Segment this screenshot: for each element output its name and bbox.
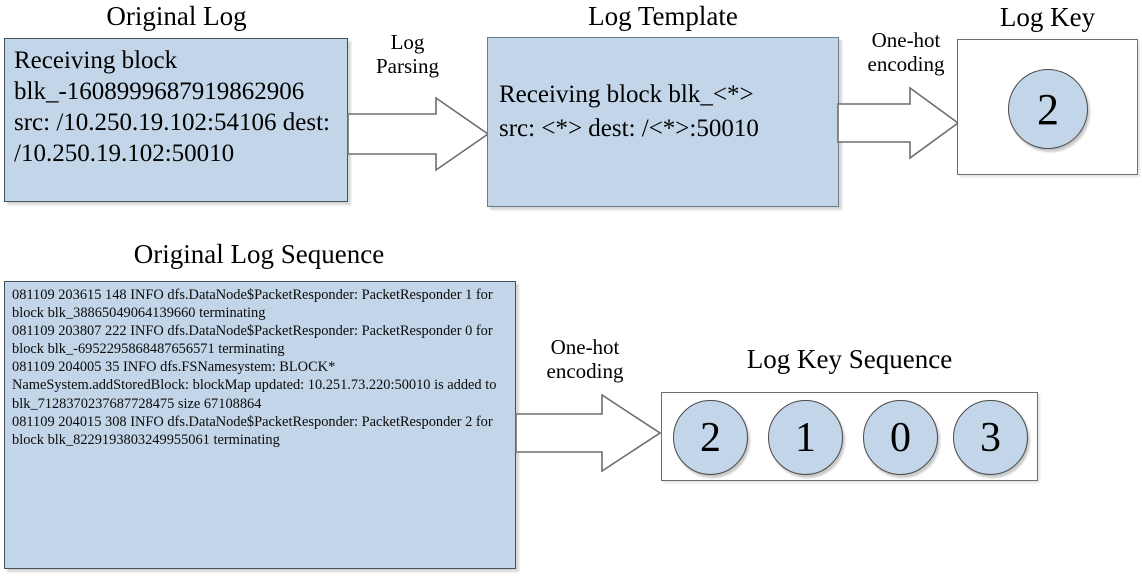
original-log-text: Receiving block blk_-1608999687919862906… [14,47,330,167]
heading-log-template: Log Template [588,1,738,31]
heading-original-log-sequence: Original Log Sequence [133,239,385,269]
onehot-encoding-arrow-top [837,86,960,160]
log-key-box: 2 [957,39,1138,175]
log-key-sequence-box: 2 1 0 3 [661,392,1038,481]
log-parsing-arrow [347,96,490,172]
onehot-encoding-label-top: One-hot encoding [867,28,945,76]
log-key-sequence-circle-3: 3 [953,400,1028,475]
onehot-encoding-arrow-bottom [515,393,662,473]
original-log-sequence-text: 081109 203615 148 INFO dfs.DataNode$Pack… [12,287,497,448]
log-template-box: Receiving block blk_<*> src: <*> dest: /… [487,37,839,207]
heading-log-key-sequence: Log Key Sequence [746,344,953,374]
log-key-sequence-circle-0: 2 [673,400,748,475]
original-log-box: Receiving block blk_-1608999687919862906… [4,38,348,202]
heading-original-log: Original Log [106,1,247,31]
log-key-sequence-circle-2: 0 [863,400,938,475]
heading-log-key: Log Key [999,2,1096,32]
log-key-circle: 2 [1008,69,1088,149]
log-template-line-1: Receiving block blk_<*> [499,81,754,108]
original-log-sequence-box: 081109 203615 148 INFO dfs.DataNode$Pack… [4,281,516,569]
log-parsing-label: Log Parsing [376,30,439,78]
onehot-encoding-label-bottom: One-hot encoding [546,335,624,383]
log-template-line-2: src: <*> dest: /<*>:50010 [499,115,759,142]
log-key-sequence-circle-1: 1 [768,400,843,475]
